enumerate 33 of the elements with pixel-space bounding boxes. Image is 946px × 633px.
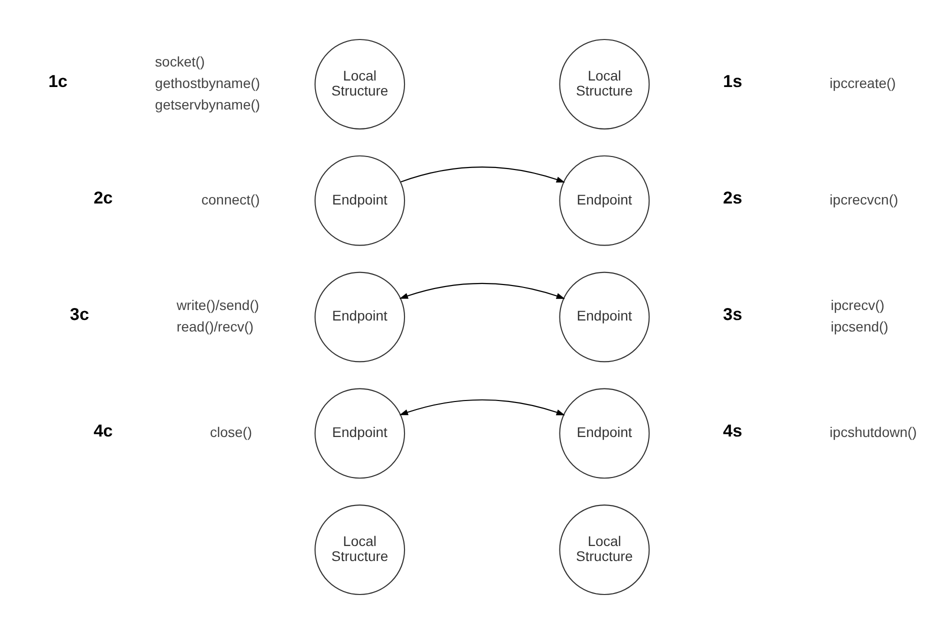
label: 1s xyxy=(722,70,742,91)
label: ipccreate() xyxy=(829,74,896,90)
node-circle: Endpoint xyxy=(314,154,405,246)
label: 3s xyxy=(722,304,742,324)
arrow xyxy=(398,282,565,298)
label: 3c xyxy=(69,304,89,324)
arrow xyxy=(398,398,565,415)
node-circle: Local Structure xyxy=(558,38,650,129)
label: 2s xyxy=(722,187,742,208)
label: connect() xyxy=(200,190,260,207)
label: ipcsend() xyxy=(830,318,888,334)
label: 2c xyxy=(93,187,112,208)
label: 4c xyxy=(93,420,112,440)
label: write()/send() xyxy=(176,296,259,312)
node-circle: Endpoint xyxy=(558,154,650,246)
node-circle: Local Structure xyxy=(314,504,405,595)
label: read()/recv() xyxy=(176,318,254,334)
label: getservbyname() xyxy=(154,96,260,112)
node-circle: Local Structure xyxy=(314,38,405,129)
node-circle: Endpoint xyxy=(314,271,405,362)
label: ipcshutdown() xyxy=(829,424,916,440)
label: ipcrecvcn() xyxy=(829,190,898,207)
node-circle: Endpoint xyxy=(314,388,405,478)
label: socket() xyxy=(154,52,204,69)
label: 1c xyxy=(48,70,68,91)
label: close() xyxy=(209,424,252,440)
label: gethostbyname() xyxy=(154,74,260,90)
node-circle: Endpoint xyxy=(558,271,650,362)
arrow xyxy=(400,166,565,182)
label: 4s xyxy=(722,420,742,440)
node-circle: Endpoint xyxy=(558,388,650,478)
node-circle: Local Structure xyxy=(558,504,650,595)
label: ipcrecv() xyxy=(830,296,884,312)
